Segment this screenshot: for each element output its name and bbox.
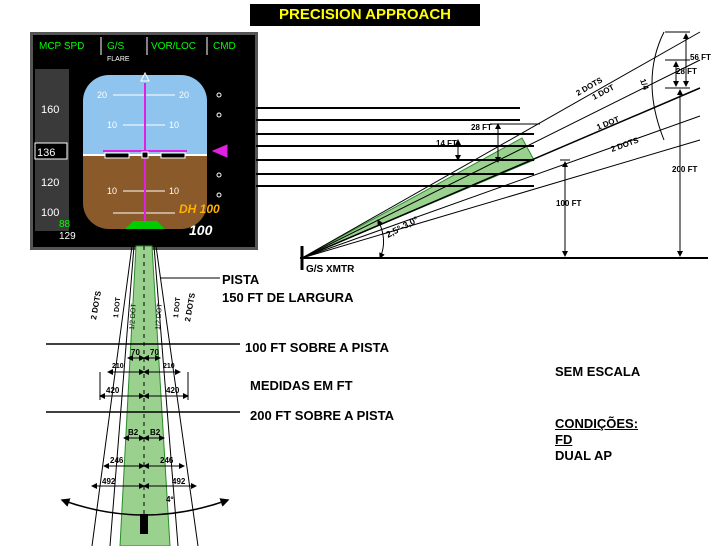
dim-b2-right-label: B2	[150, 428, 161, 437]
dim-246-left-label: 246	[110, 456, 124, 465]
glide-angle-arc	[377, 219, 385, 259]
dim-246-right-label: 246	[160, 456, 174, 465]
dim-70-left-label: 70	[131, 348, 140, 357]
dim-420-left-label: 420	[106, 386, 120, 395]
bank-pointer	[140, 71, 150, 82]
label-28ft-inner: 28 FT	[471, 123, 492, 132]
condition-dual-ap: DUAL AP	[555, 448, 613, 463]
speed-bottom-value: 129	[59, 231, 76, 242]
pitch-label: 10	[107, 120, 117, 130]
pfd-graphic: MCP SPD G/S VOR/LOC CMD FLARE 160 140 12…	[34, 37, 236, 242]
beam-line-lower-2dots	[301, 139, 701, 259]
aircraft-symbol-center	[141, 151, 149, 159]
flare-armed: FLARE	[107, 56, 130, 63]
above-100ft-label: 100 FT SOBRE A PISTA	[245, 340, 389, 355]
attitude-indicator: 20 20 10 10 10 10	[83, 75, 207, 229]
plan-left-halfdot: 1/2 DOT	[129, 303, 138, 331]
current-speed-box	[34, 142, 68, 160]
above-200ft-label: 200 FT SOBRE A PISTA	[250, 408, 394, 423]
dim-420-right-label: 420	[166, 386, 180, 395]
no-scale-note: SEM ESCALA	[555, 364, 641, 379]
speed-tick: 100	[41, 207, 59, 219]
condition-fd: FD	[555, 432, 573, 447]
fma-pitch-mode: G/S	[107, 41, 125, 52]
current-speed: 136	[37, 147, 55, 159]
label-100ft: 100 FT	[556, 199, 581, 208]
plan-right-halfdot: 1/2 DOT	[155, 303, 164, 331]
radio-altitude: 100	[189, 222, 213, 238]
dim-70-right-label: 70	[150, 348, 159, 357]
glideslope-scale	[211, 92, 228, 198]
runway-symbol	[125, 221, 165, 229]
label-quarter-dot: 1/4	[638, 78, 650, 92]
plan-right-2dots: 2 DOTS	[183, 292, 197, 323]
gs-transmitter-label: G/S XMTR	[306, 264, 355, 275]
pitch-label: 20	[97, 90, 107, 100]
label-200ft: 200 FT	[672, 165, 697, 174]
pitch-label: 10	[169, 186, 179, 196]
dots-arc	[651, 31, 665, 141]
plan-left-2dots: 2 DOTS	[89, 290, 103, 321]
speed-tick: 160	[41, 104, 59, 116]
primary-flight-display: MCP SPD G/S VOR/LOC CMD FLARE 160 140 12…	[30, 32, 258, 250]
label-14ft: 14 FT	[436, 139, 457, 148]
pista-label: PISTA	[222, 272, 260, 287]
conditions-heading: CONDIÇÕES:	[555, 416, 639, 431]
fma-autopilot-status: CMD	[213, 41, 236, 52]
diagram-title: PRECISION APPROACH	[250, 4, 480, 26]
glideslope-beam	[301, 137, 535, 259]
dim-210-left-label: 210	[112, 363, 124, 370]
cone-angle-label: 4º	[166, 495, 174, 504]
pitch-label: 20	[179, 90, 189, 100]
units-note: MEDIDAS EM FT	[250, 378, 353, 393]
speed-box-value: 88	[59, 219, 71, 230]
fma-roll-mode: VOR/LOC	[151, 41, 196, 52]
localizer-marker	[140, 514, 148, 534]
label-lower-2dots: 2 DOTS	[610, 135, 641, 154]
pitch-label: 10	[107, 186, 117, 196]
label-lower-1dot: 1 DOT	[595, 115, 620, 132]
label-56ft: 56 FT	[690, 53, 711, 62]
aircraft-symbol-left-wing	[104, 152, 130, 159]
dim-492-left-label: 492	[102, 477, 116, 486]
label-28ft-outer: 28 FT	[676, 67, 697, 76]
pista-width-label: 150 FT DE LARGURA	[222, 290, 354, 305]
dim-b2-left-label: B2	[128, 428, 139, 437]
dim-210-right-label: 210	[163, 363, 175, 370]
aircraft-symbol-right-wing	[160, 152, 186, 159]
fma-speed-mode: MCP SPD	[39, 41, 84, 52]
pitch-label: 10	[169, 120, 179, 130]
decision-height: DH 100	[179, 202, 220, 216]
dim-492-right-label: 492	[172, 477, 186, 486]
plan-left-1dot: 1 DOT	[113, 296, 122, 318]
speed-tick: 120	[41, 177, 59, 189]
plan-right-1dot: 1 DOT	[173, 296, 182, 318]
